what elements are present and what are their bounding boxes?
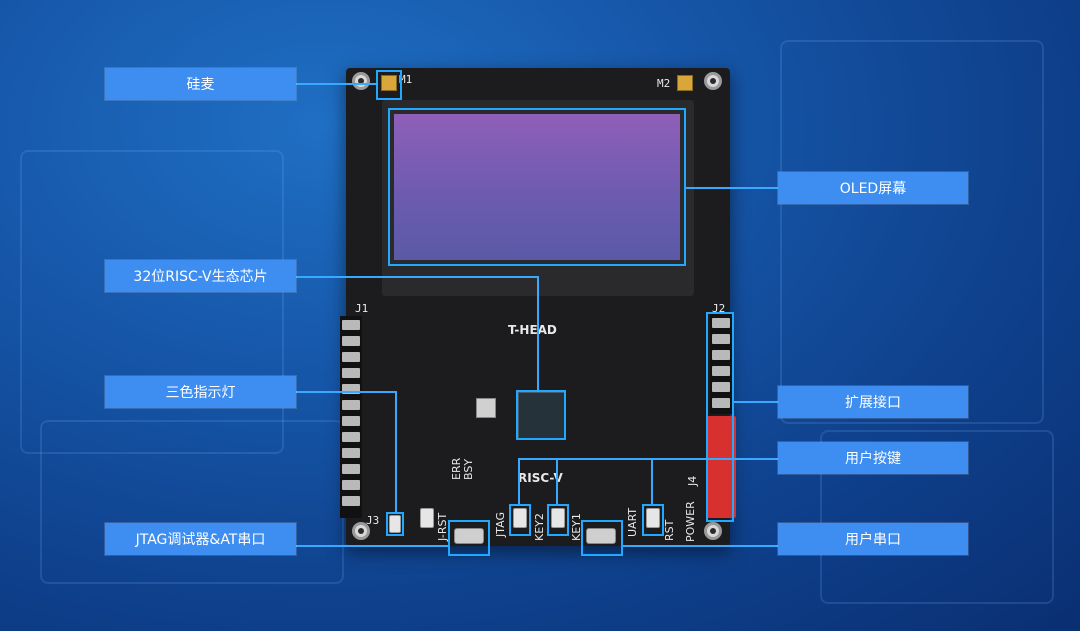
silk-j2: J2 <box>712 302 726 315</box>
silk-m2: M2 <box>657 77 671 90</box>
label-user-keys: 用户按键 <box>778 442 968 474</box>
highlight-key1 <box>547 504 569 536</box>
leader-oled <box>686 187 778 189</box>
label-user-uart: 用户串口 <box>778 523 968 555</box>
mount-hole <box>352 522 370 540</box>
silk-bsy: BSY <box>462 458 475 480</box>
leader-expansion <box>734 401 778 403</box>
leader-mic <box>296 83 378 85</box>
silk-j1: J1 <box>355 302 369 315</box>
key1-button[interactable] <box>551 508 565 528</box>
silk-j3: J3 <box>366 514 380 527</box>
microphone-m2 <box>677 75 693 91</box>
highlight-led <box>386 512 404 536</box>
mount-hole <box>704 522 722 540</box>
highlight-rst <box>642 504 664 536</box>
silk-rst: RST <box>663 519 676 541</box>
label-oled: OLED屏幕 <box>778 172 968 204</box>
uart-usb-port[interactable] <box>586 528 616 544</box>
silk-uart: UART <box>626 507 639 537</box>
leader-led-drop <box>395 391 397 513</box>
label-jtag-debugger: JTAG调试器&AT串口 <box>105 523 296 555</box>
leader-key2-drop <box>518 458 520 504</box>
highlight-jtag-usb <box>448 520 490 556</box>
silk-brand: T-HEAD <box>508 323 557 337</box>
silk-j4: J4 <box>686 475 699 486</box>
j-rst-button[interactable] <box>420 508 434 528</box>
highlight-soc <box>516 390 566 440</box>
leader-rst-drop <box>651 458 653 504</box>
silk-m1: M1 <box>399 73 413 86</box>
highlight-uart-usb <box>581 520 623 556</box>
highlight-expansion <box>706 312 734 522</box>
background-decoration <box>20 150 284 454</box>
mount-hole <box>704 72 722 90</box>
rgb-led <box>476 398 496 418</box>
highlight-key2 <box>509 504 531 536</box>
silk-key2: KEY2 <box>533 513 546 541</box>
microphone-m1 <box>381 75 397 91</box>
background-decoration <box>780 40 1044 424</box>
background-decoration <box>40 420 344 584</box>
header-j1 <box>340 316 362 518</box>
oled-screen <box>394 114 680 260</box>
header-j2 <box>710 314 732 414</box>
label-soc: 32位RISC-V生态芯片 <box>105 260 296 292</box>
tri-color-led <box>389 515 401 533</box>
highlight-mic <box>376 70 402 100</box>
red-header-j4 <box>706 416 736 518</box>
leader-key1-drop <box>556 458 558 504</box>
leader-soc-drop <box>537 276 539 392</box>
label-mic: 硅麦 <box>105 68 296 100</box>
key2-button[interactable] <box>513 508 527 528</box>
jtag-usb-port[interactable] <box>454 528 484 544</box>
label-rgb-led: 三色指示灯 <box>105 376 296 408</box>
silk-riscv: RISC-V <box>518 471 563 485</box>
leader-jtag <box>296 545 448 547</box>
silk-jtag: JTAG <box>494 512 507 537</box>
leader-soc <box>296 276 538 278</box>
rst-button[interactable] <box>646 508 660 528</box>
label-expansion: 扩展接口 <box>778 386 968 418</box>
leader-uart <box>623 545 778 547</box>
highlight-oled <box>388 108 686 266</box>
mount-hole <box>352 72 370 90</box>
leader-led <box>296 391 396 393</box>
leader-keys <box>518 458 778 460</box>
silk-power: POWER <box>684 501 697 542</box>
background-decoration <box>820 430 1054 604</box>
